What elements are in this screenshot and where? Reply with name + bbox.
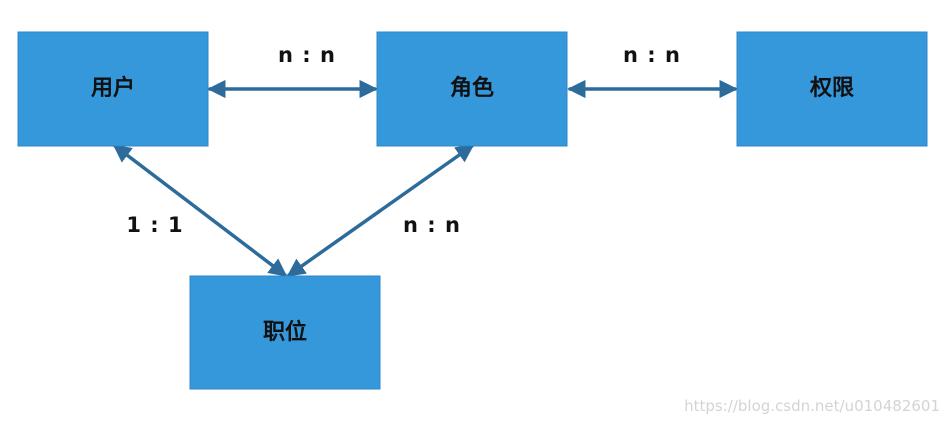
- node-position-label: 职位: [263, 319, 307, 345]
- relation-role-permission-label: n : n: [623, 43, 681, 67]
- node-position: 职位: [189, 275, 381, 390]
- relation-user-role-label: n : n: [278, 43, 336, 67]
- relation-user-position-label: 1 : 1: [126, 213, 183, 237]
- node-permission-label: 权限: [809, 75, 854, 101]
- node-role: 角色: [376, 31, 568, 147]
- edge-user-position: [112, 144, 288, 277]
- node-role-label: 角色: [450, 75, 494, 101]
- watermark-text: https://blog.csdn.net/u010482601: [684, 397, 940, 415]
- relation-role-position-label: n : n: [403, 213, 461, 237]
- node-user-label: 用户: [91, 75, 135, 101]
- node-permission: 权限: [736, 31, 928, 147]
- edge-role-position: [286, 144, 475, 277]
- node-user: 用户: [17, 31, 209, 147]
